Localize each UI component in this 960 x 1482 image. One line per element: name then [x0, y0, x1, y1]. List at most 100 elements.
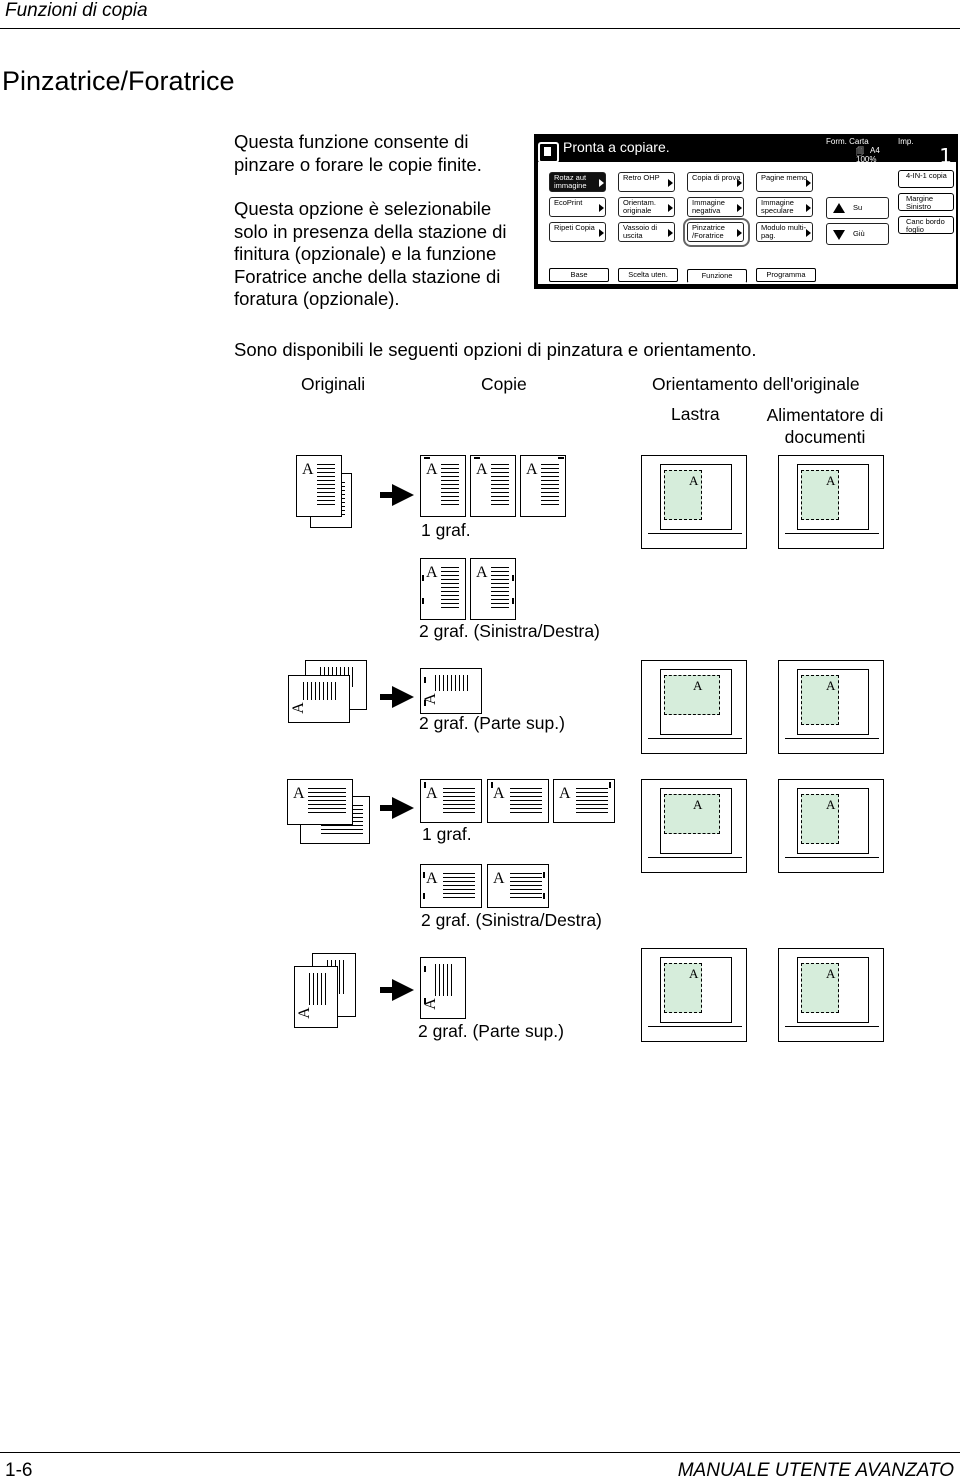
ripeti-button[interactable]: Ripeti Copia — [549, 222, 606, 242]
col-originali: Originali — [301, 374, 366, 394]
text-line — [443, 804, 475, 805]
placed-original: A — [664, 470, 702, 520]
text-line — [491, 488, 509, 489]
tab-base[interactable]: Base — [549, 268, 609, 282]
staple-mark — [424, 677, 426, 683]
machine-bed — [797, 669, 869, 735]
text-line — [443, 889, 475, 890]
ecoprint-button[interactable]: EcoPrint — [549, 197, 606, 217]
text-line — [308, 812, 346, 813]
text-line — [491, 587, 509, 588]
rotaz-button[interactable]: Rotaz aut immagine — [549, 172, 606, 192]
section-title: Funzioni di copia — [5, 0, 148, 21]
text-line — [491, 484, 509, 485]
text-line — [541, 492, 559, 493]
text-line — [313, 973, 314, 1005]
machine-bed — [660, 788, 732, 854]
caption-row2: 2 graf. (Sinistra/Destra) — [419, 621, 600, 641]
tab-programma[interactable]: Programma — [756, 268, 816, 282]
text-line — [491, 595, 509, 596]
text-line — [308, 804, 346, 805]
machine-base — [785, 738, 879, 749]
staple-mark — [423, 893, 425, 899]
zoom-level: 100% — [856, 155, 877, 164]
panel-status: Pronta a copiare. — [563, 139, 670, 155]
text-line — [317, 480, 335, 481]
sheet-letter: A — [826, 797, 836, 812]
machine-bed — [660, 669, 732, 735]
text-line — [541, 496, 559, 497]
col-alimentatore: Alimentatore di documenti — [766, 405, 884, 447]
modulo-button[interactable]: Modulo multi-pag. — [756, 222, 813, 242]
staple-mark — [422, 598, 424, 604]
fourin1-button[interactable]: 4-IN-1 copia — [898, 170, 954, 188]
canc-bordo-button[interactable]: Canc bordo foglio — [898, 216, 954, 234]
text-line — [491, 575, 509, 576]
immagine-negativa-button[interactable]: Immagine negativa — [687, 197, 744, 217]
text-line — [491, 571, 509, 572]
text-line — [451, 675, 452, 691]
text-line — [435, 675, 436, 691]
giu-button[interactable]: Giù — [826, 223, 889, 245]
machine-base — [785, 533, 879, 544]
staple-mark — [424, 966, 426, 972]
text-line — [308, 792, 346, 793]
text-line — [491, 496, 509, 497]
text-line — [439, 964, 440, 996]
text-line — [576, 796, 608, 797]
pagine-memo-button[interactable]: Pagine memo — [756, 172, 813, 192]
sheet-letter: A — [302, 461, 314, 478]
text-line — [441, 480, 459, 481]
header-rule — [0, 28, 960, 29]
text-line — [455, 675, 456, 691]
pinzatrice-button[interactable]: Pinzatrice /Foratrice — [687, 222, 744, 242]
sheet-letter: A — [426, 785, 438, 802]
copia-prova-button[interactable]: Copia di prova — [687, 172, 744, 192]
text-line — [308, 800, 346, 801]
manual-name: MANUALE UTENTE AVANZATO — [677, 1460, 954, 1481]
placed-original: A — [664, 794, 720, 834]
vassoio-button[interactable]: Vassoio di uscita — [618, 222, 675, 242]
page-sheet: A — [487, 864, 549, 908]
sheet-letter: A — [426, 564, 438, 581]
text-line — [491, 583, 509, 584]
text-line — [307, 682, 308, 700]
foratrice-term: Foratrice — [234, 265, 307, 287]
tab-funzione[interactable]: Funzione — [687, 269, 747, 283]
arrow-icon — [380, 484, 414, 506]
immagine-speculare-button[interactable]: Immagine speculare — [756, 197, 813, 217]
text-line — [541, 464, 559, 465]
text-line — [447, 964, 448, 996]
paper-tray-icon: 🗐 — [856, 147, 864, 156]
text-line — [541, 500, 559, 501]
margine-button[interactable]: Margine Sinistro — [898, 193, 954, 211]
text-line — [441, 504, 459, 505]
caption-row6: 2 graf. (Parte sup.) — [418, 1021, 564, 1041]
staple-mark — [474, 457, 480, 459]
col-orientamento: Orientamento dell'originale — [652, 374, 860, 394]
text-line — [315, 682, 316, 700]
placed-original: A — [801, 470, 839, 520]
retro-ohp-button[interactable]: Retro OHP — [618, 172, 675, 192]
caption-row3: 2 graf. (Parte sup.) — [419, 713, 565, 733]
text-line — [321, 825, 363, 826]
sheet-letter: A — [426, 870, 438, 887]
text-line — [441, 571, 459, 572]
text-line — [439, 675, 440, 691]
tab-scelta-uten[interactable]: Scelta uten. — [618, 268, 678, 282]
text-line — [467, 675, 468, 691]
page-number: 1-6 — [5, 1460, 33, 1481]
text-line — [576, 804, 608, 805]
arrow-icon — [380, 979, 414, 1001]
text-line — [317, 973, 318, 1005]
text-line — [308, 808, 346, 809]
su-button[interactable]: Su — [826, 197, 889, 219]
page-sheet: A — [470, 455, 516, 517]
text-line — [441, 468, 459, 469]
orientamento-button[interactable]: Orientam. originale — [618, 197, 675, 217]
text-line — [510, 788, 542, 789]
placed-original: A — [664, 963, 702, 1013]
text-line — [541, 504, 559, 505]
text-line — [441, 484, 459, 485]
text-line — [441, 464, 459, 465]
